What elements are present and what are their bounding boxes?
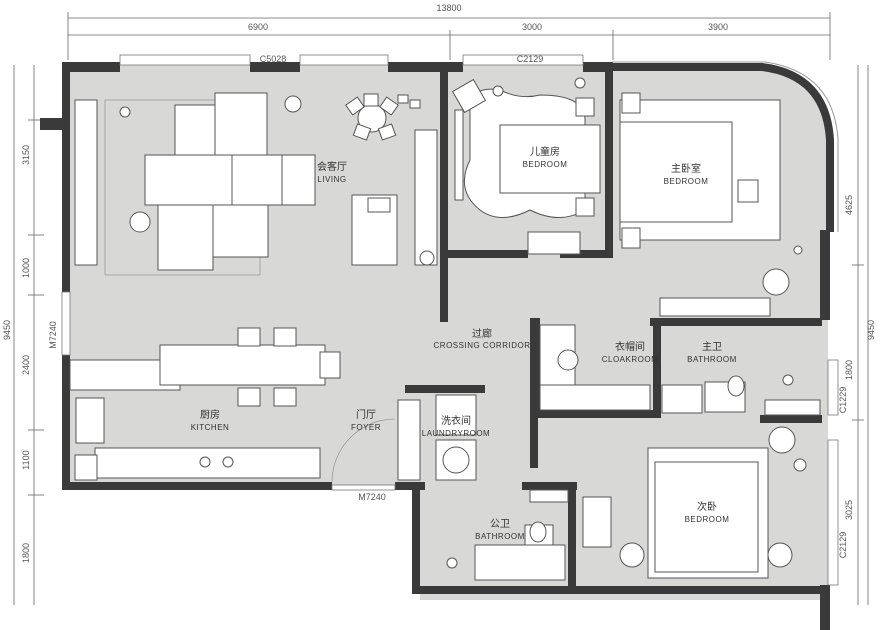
dim-total-height-right: 9450 [866,320,876,340]
windows [61,54,839,586]
public-bath-furniture [446,489,569,581]
window-label-second-bed: C2129 [838,532,848,559]
cloakroom-furniture [539,324,651,411]
living-furniture [74,92,438,276]
room-label-living-en: LIVING [317,175,346,184]
foyer-laundry-furniture [331,394,477,483]
room-label-kids-en: BEDROOM [523,160,568,169]
room-label-second-en: BEDROOM [685,515,730,524]
room-label-kitchen-cn: 厨房 [200,408,220,421]
room-label-foyer-en: FOYER [351,423,381,432]
window-label-living: C5028 [260,54,287,64]
room-label-laundry-en: LAUNDRYROOM [422,429,490,438]
second-bed-furniture [582,426,807,579]
dim-left-2: 1000 [21,258,31,278]
room-label-cloak-cn: 衣帽间 [615,340,645,353]
dim-right-1: 4625 [844,195,854,215]
curved-window [612,61,839,232]
window-label-kids: C2129 [517,54,544,64]
door-label-left: M7240 [48,321,58,349]
kitchen-furniture [69,327,341,481]
room-label-kitchen-en: KITCHEN [191,423,230,432]
room-label-laundry-cn: 洗衣间 [441,414,471,427]
master-furniture [574,77,803,317]
room-label-master-bath-en: BATHROOM [687,355,737,364]
dim-top-3: 3900 [708,22,728,32]
room-label-corridor-cn: 过廊 [472,327,492,340]
kids-furniture [451,78,601,255]
room-label-bathroom-cn: 公卫 [490,519,510,530]
room-label-corridor-en: CROSSING CORRIDOR [434,341,531,350]
room-label-foyer-cn: 门厅 [356,408,376,421]
dim-right-3: 3025 [844,500,854,520]
dim-left-3: 2400 [21,355,31,375]
dim-left-5: 1800 [21,543,31,563]
master-bath-furniture [661,374,821,416]
room-label-master-cn: 主卧室 [671,162,701,175]
dim-right-2: 1800 [844,360,854,380]
room-label-master-bath-cn: 主卫 [702,341,722,353]
room-label-bathroom-en: BATHROOM [475,532,525,541]
dim-top-1: 6900 [248,22,268,32]
walls [40,62,830,630]
dim-left-4: 1100 [21,450,31,469]
dim-total-height-left: 9450 [2,320,12,340]
room-label-living-cn: 会客厅 [317,160,347,173]
curved-wall [613,63,834,232]
dimension-lines [13,12,869,605]
window-label-master-bath: C1229 [838,387,848,414]
room-label-master-en: BEDROOM [664,177,709,186]
dim-left-1: 3150 [21,145,31,165]
door-label-bottom: M7240 [358,492,386,502]
dim-total-width: 13800 [436,3,461,13]
dim-top-2: 3000 [522,22,542,32]
room-label-kids-cn: 儿童房 [530,145,560,158]
room-label-cloak-en: CLOAKROOM [602,355,659,364]
room-label-second-cn: 次卧 [697,500,717,513]
